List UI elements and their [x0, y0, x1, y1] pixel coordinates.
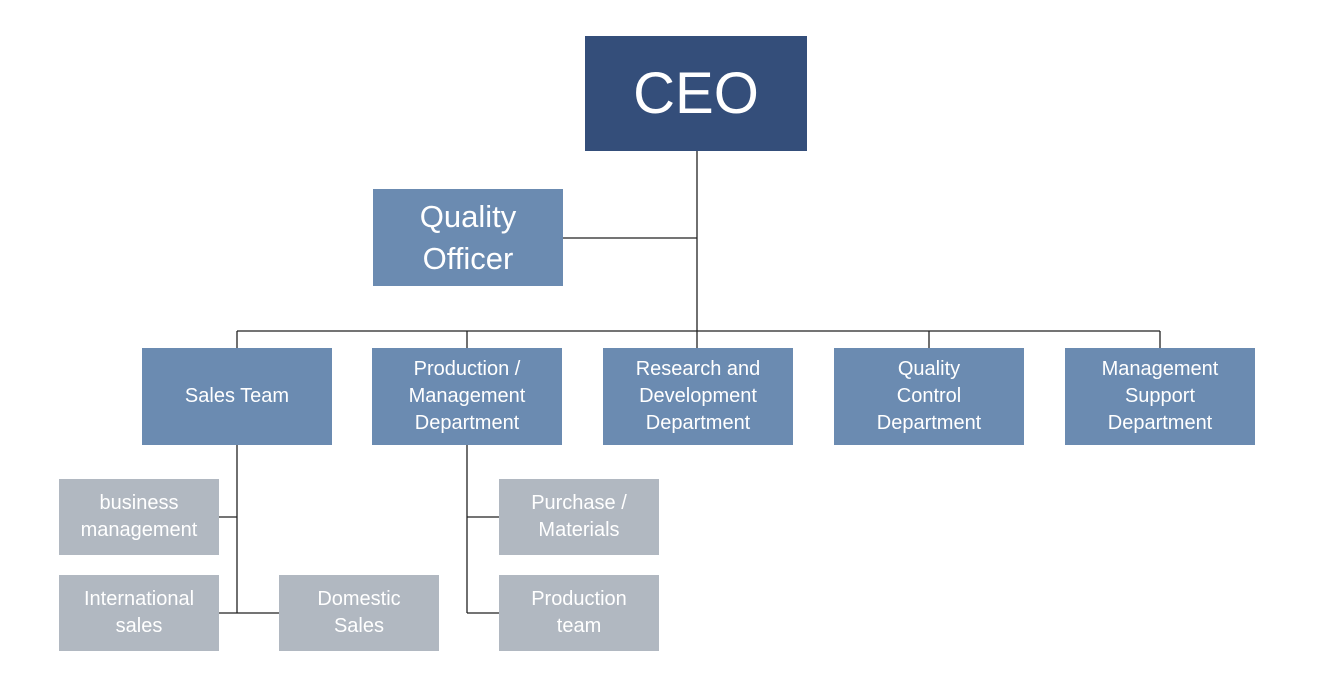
- unit-box-production-team: Production team: [499, 575, 659, 651]
- unit-label: business management: [80, 492, 198, 541]
- ceo-label: CEO: [633, 60, 759, 126]
- department-box-production: Production / Management Department: [372, 348, 562, 445]
- unit-box-international-sales: International sales: [59, 575, 219, 651]
- unit-label: Production team: [531, 588, 627, 637]
- department-box-sales: Sales Team: [142, 348, 332, 445]
- unit-label: International sales: [83, 588, 195, 637]
- department-box-qc: Quality Control Department: [834, 348, 1024, 445]
- department-box-support: Management Support Department: [1065, 348, 1255, 445]
- unit-label: Purchase / Materials: [531, 492, 627, 541]
- department-box-rnd: Research and Development Department: [603, 348, 793, 445]
- department-label: Quality Control Department: [876, 358, 982, 434]
- quality-officer-box: Quality Officer: [373, 189, 563, 286]
- department-label: Management Support Department: [1101, 358, 1219, 434]
- department-label: Research and Development Department: [635, 358, 761, 434]
- unit-label: Domestic Sales: [317, 588, 401, 637]
- unit-box-purchase-materials: Purchase / Materials: [499, 479, 659, 555]
- ceo-box: CEO: [585, 36, 807, 151]
- unit-box-business-management: business management: [59, 479, 219, 555]
- department-label: Sales Team: [184, 385, 290, 407]
- department-label: Production / Management Department: [408, 358, 526, 434]
- quality-officer-label: Quality Officer: [419, 198, 517, 276]
- unit-box-domestic-sales: Domestic Sales: [279, 575, 439, 651]
